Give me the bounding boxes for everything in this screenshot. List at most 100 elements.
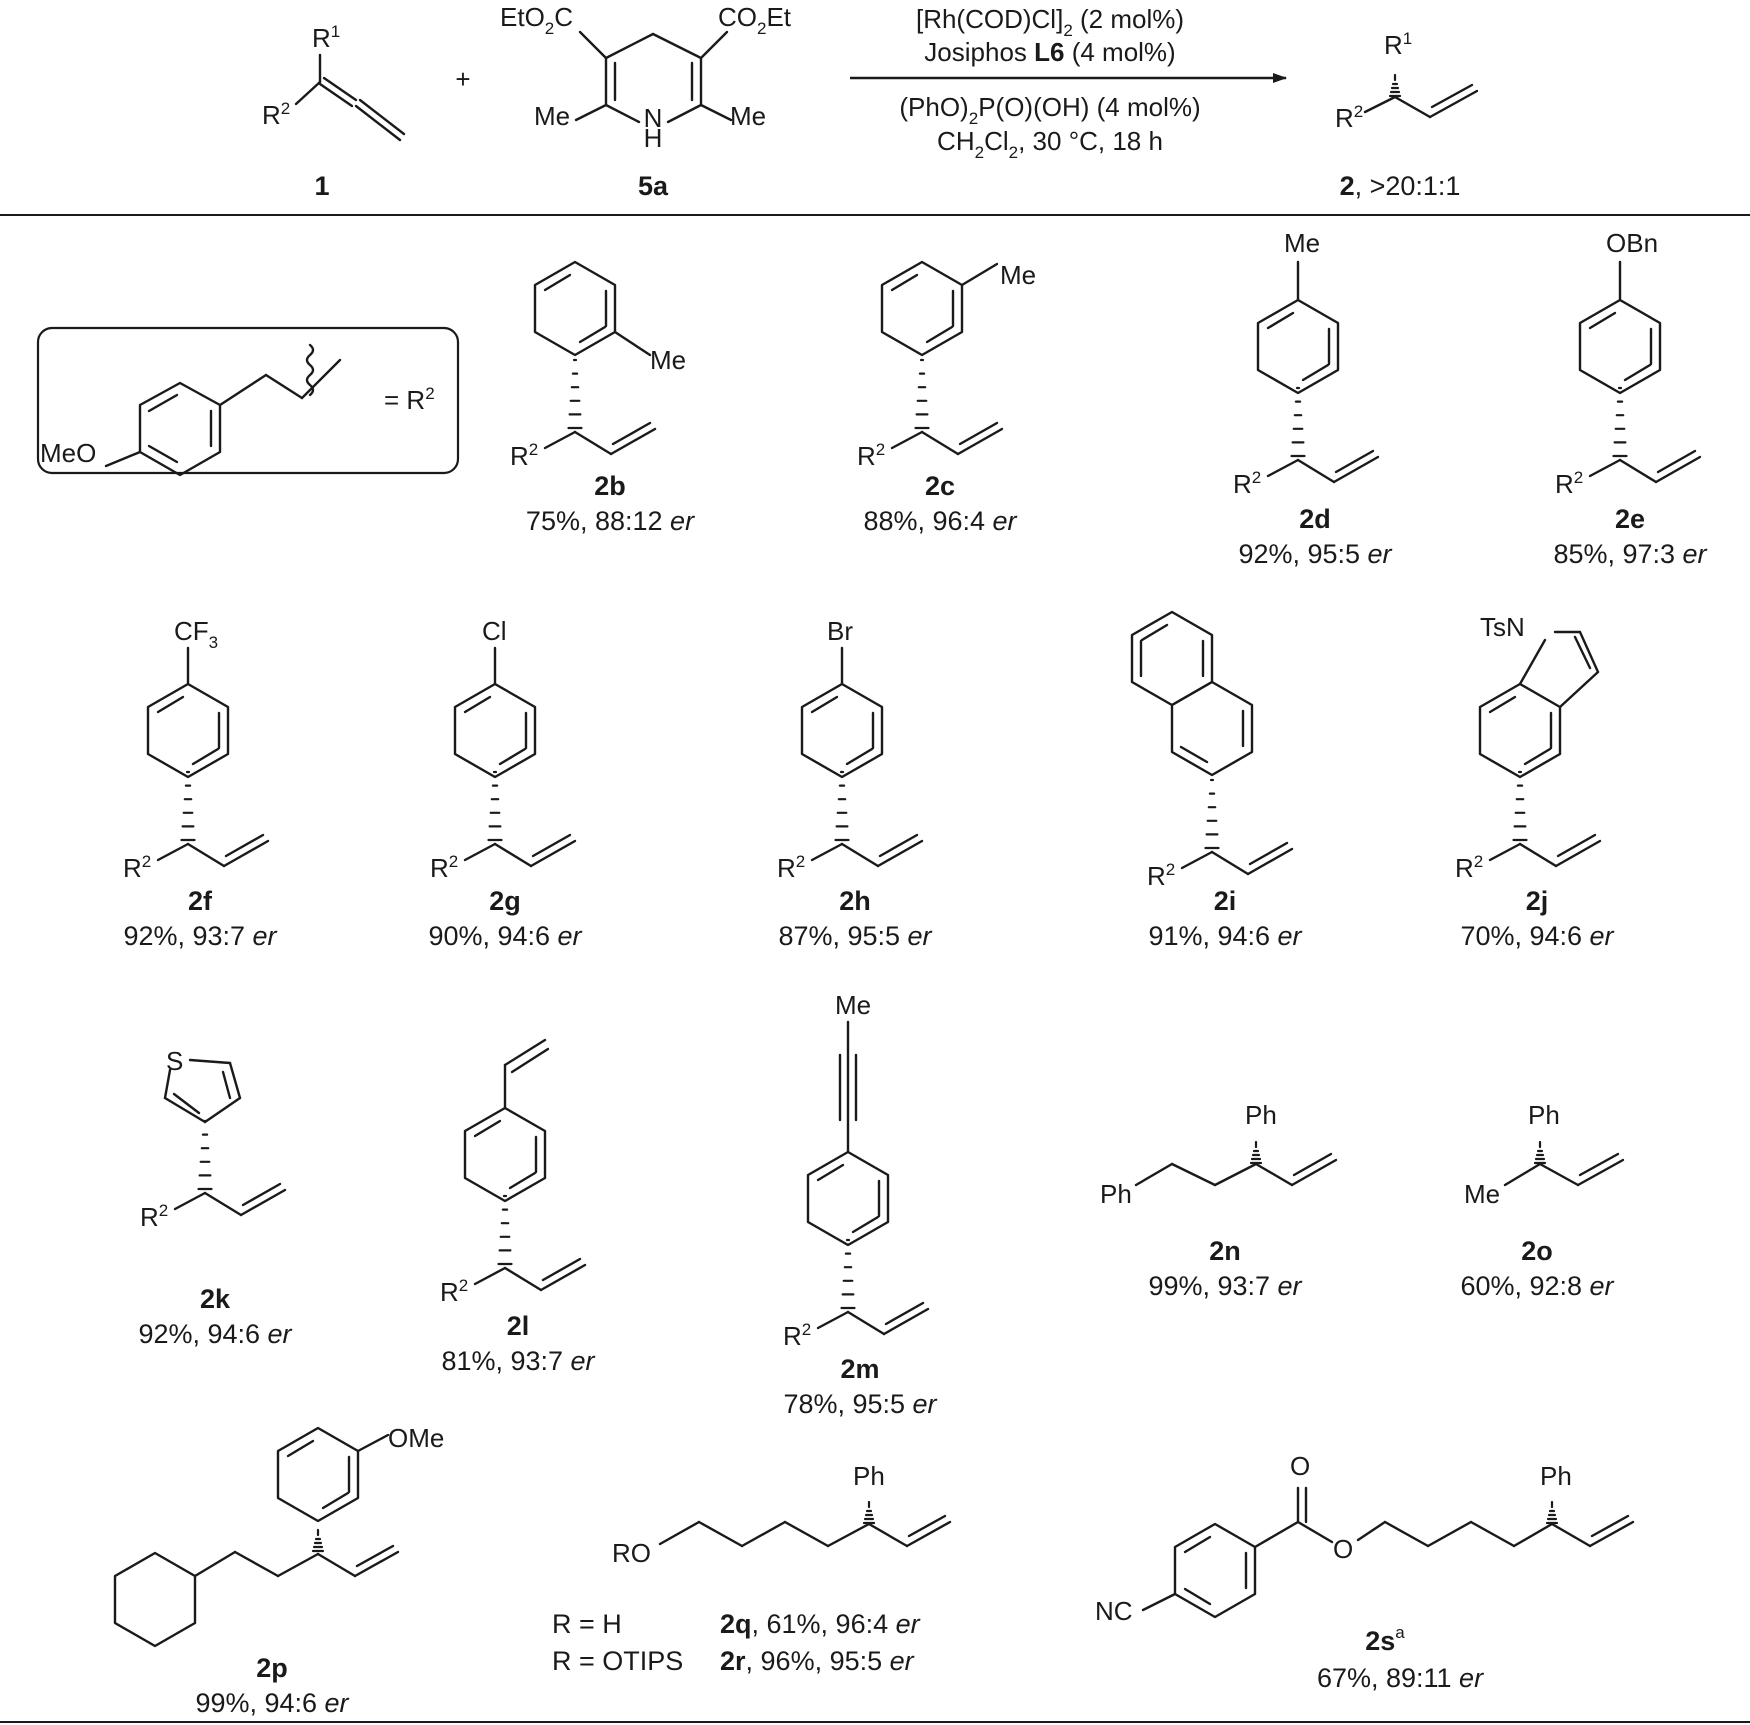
label-2l: 2l	[507, 1311, 530, 1341]
vinyl-bond	[493, 842, 533, 868]
yield-2n: 99%, 93:7 er	[1148, 1271, 1302, 1301]
r2-equals: = R2	[384, 384, 435, 415]
entry-2m: Me R2 2m 78%, 95:5 er	[783, 990, 938, 1419]
vinyl-bond	[846, 1310, 886, 1336]
product-r2: R2	[1335, 102, 1363, 133]
yield-2j: 70%, 94:6 er	[1460, 921, 1614, 951]
methoxy-label: MeO	[40, 438, 96, 468]
entry-2s: Ph O O NC 2sa 67%, 89:11 er	[1095, 1451, 1635, 1693]
vinyl-double-bond	[539, 1263, 587, 1292]
substituent-2o-methyl: Me	[1464, 1179, 1500, 1209]
r2-label: R2	[777, 852, 805, 883]
reactant-allene: R1 R2 1	[262, 22, 406, 201]
ester-oxygen: O	[1333, 1534, 1353, 1564]
product-2: R1 R2 2, >20:1:1	[1335, 29, 1479, 201]
substituent-2f: CF3	[174, 616, 218, 652]
methyl-left: Me	[534, 101, 570, 131]
vinyl-double-bond-inner	[878, 833, 919, 858]
ro-group: RO	[612, 1538, 651, 1568]
label-2p: 2p	[256, 1653, 288, 1683]
r2-bond	[816, 1310, 850, 1330]
r2-definition-box: MeO = R2	[36, 326, 460, 477]
r2-bond	[463, 842, 497, 862]
entry-2k: S R2 2k 92%, 94:6 er	[138, 1046, 292, 1349]
label-2m: 2m	[840, 1354, 879, 1384]
r2-bond	[1180, 850, 1214, 870]
solvent-temperature: CH2Cl2, 30 °C, 18 h	[937, 126, 1163, 162]
vinyl-double-bond-inner	[541, 1257, 582, 1282]
vinyl-double-bond	[956, 427, 1004, 456]
reaction-conditions: [Rh(COD)Cl]2 (2 mol%) Josiphos L6 (4 mol…	[850, 4, 1287, 162]
vinyl-double-bond-inner	[1334, 449, 1375, 474]
label-2o: 2o	[1521, 1236, 1553, 1266]
substituent-2e: OBn	[1606, 228, 1658, 258]
yield-2c: 88%, 96:4 er	[863, 506, 1017, 536]
reactant-hantzsch-ester: EtO2C CO2Et Me Me N H 5a	[500, 2, 792, 201]
ester-right: CO2Et	[718, 2, 792, 38]
substituent-2h: Br	[827, 616, 853, 646]
entry-2p: OMe 2p 99%, 94:6 er	[113, 1423, 444, 1718]
vinyl-bond	[203, 1191, 243, 1217]
vinyl-double-bond-inner	[1556, 833, 1597, 858]
substituent-2g: Cl	[482, 616, 507, 646]
substituent-2b: Me	[650, 345, 686, 375]
vinyl-double-bond	[239, 1188, 287, 1217]
label-2j: 2j	[1526, 886, 1549, 916]
r2-label: R2	[1455, 852, 1483, 883]
substituent-2n: Ph	[1245, 1100, 1277, 1130]
vinyl-double-bond-inner	[611, 421, 652, 446]
vinyl-bond	[840, 842, 880, 868]
label-2n: 2n	[1209, 1236, 1241, 1266]
vinyl-double-bond-inner	[224, 833, 265, 858]
stereocenter-motif: R2	[857, 358, 1004, 471]
label-2d: 2d	[1299, 504, 1331, 534]
plus-sign: +	[455, 64, 470, 94]
vinyl-bond	[186, 842, 226, 868]
condition-2q: R = H	[552, 1609, 622, 1639]
vinyl-bond	[1210, 850, 1250, 876]
yield-2q: 2q, 61%, 96:4 er	[720, 1609, 921, 1639]
vinyl-bond	[573, 430, 613, 456]
stereocenter-motif: R2	[1233, 386, 1380, 499]
yield-2f: 92%, 93:7 er	[123, 921, 277, 951]
stereocenter-motif: R2	[140, 1119, 287, 1232]
methyl-right: Me	[730, 101, 766, 131]
r2-label: R2	[440, 1276, 468, 1307]
vinyl-double-bond	[222, 839, 270, 868]
r2-label: R2	[783, 1320, 811, 1351]
substituent-2k: S	[166, 1046, 183, 1076]
substituent-2m: Me	[835, 990, 871, 1020]
yield-2m: 78%, 95:5 er	[783, 1389, 937, 1419]
yield-2r: 2r, 96%, 95:5 er	[720, 1646, 915, 1676]
vinyl-double-bond-inner	[884, 1301, 925, 1326]
ester-left: EtO2C	[500, 2, 573, 38]
yield-2b: 75%, 88:12 er	[526, 506, 695, 536]
vinyl-double-bond	[1246, 847, 1294, 876]
stereocenter-motif: R2	[440, 1194, 587, 1307]
stereocenter-motif: R2	[1455, 770, 1602, 883]
label-2e: 2e	[1615, 504, 1645, 534]
carbonyl-oxygen: O	[1290, 1451, 1310, 1481]
substituent-2s: Ph	[1540, 1461, 1572, 1491]
entry-2b: Me R2 2b 75%, 88:12 er	[510, 260, 695, 536]
vinyl-bond	[920, 430, 960, 456]
r2-bond	[810, 842, 844, 862]
yield-2k: 92%, 94:6 er	[138, 1319, 292, 1349]
product-label: 2, >20:1:1	[1340, 171, 1461, 201]
stereocenter-motif: R2	[777, 770, 924, 883]
substituent-2d: Me	[1284, 228, 1320, 258]
label-2c: 2c	[925, 471, 955, 501]
vinyl-double-bond-inner	[1656, 449, 1697, 474]
r2-label: R2	[430, 852, 458, 883]
stereocenter-motif: R2	[510, 358, 657, 471]
vinyl-double-bond-inner	[531, 833, 572, 858]
r2-bond	[156, 842, 190, 862]
label-2h: 2h	[839, 886, 871, 916]
stereocenter-motif: R2	[783, 1238, 930, 1351]
r2-bond	[173, 1191, 207, 1211]
stereocenter-motif: R2	[1147, 778, 1294, 891]
vinyl-bond	[1618, 458, 1658, 484]
catalyst: [Rh(COD)Cl]2 (2 mol%)	[916, 4, 1184, 40]
yield-2l: 81%, 93:7 er	[441, 1346, 595, 1376]
product-r1: R1	[1384, 29, 1412, 60]
